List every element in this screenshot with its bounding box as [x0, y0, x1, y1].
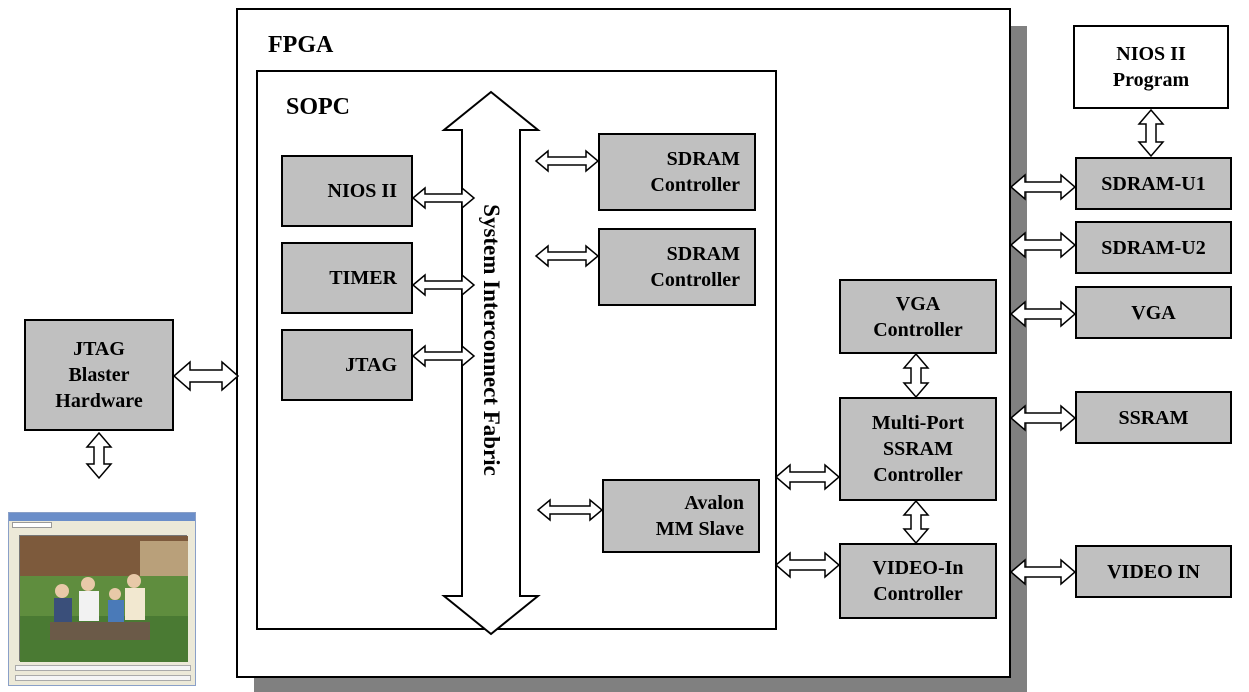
arrow-vga [1009, 300, 1077, 328]
sdram-controller-2-line2: Controller [650, 269, 740, 291]
video-ctrl-line2: Controller [873, 583, 963, 605]
timer-label: TIMER [329, 267, 397, 289]
vga-controller-line1: VGA [895, 292, 941, 315]
jtag-blaster-line2: Blaster [68, 364, 130, 386]
vga-label: VGA [1131, 301, 1176, 324]
arrow-bus-sdram-ctrl-1 [534, 149, 600, 173]
ssram-label: SSRAM [1118, 406, 1189, 429]
sdram-controller-2: SDRAM Controller [598, 228, 756, 306]
avalon-mm-slave: Avalon MM Slave [602, 479, 760, 553]
screenshot-titlebar [9, 513, 195, 521]
sdram-controller-1-line1: SDRAM [666, 148, 740, 170]
avalon-line1: Avalon [684, 492, 744, 514]
nios-label: NIOS II [327, 180, 397, 202]
sram-ctrl-line2: SSRAM [882, 438, 953, 460]
video-ctrl-line1: VIDEO-In [872, 557, 964, 579]
arrow-program-sdram-u1 [1137, 108, 1165, 158]
arrow-jtag-bus [411, 344, 476, 368]
nios-program-line1: NIOS II [1116, 43, 1186, 65]
arrow-sdram-u2 [1009, 231, 1077, 259]
control-panel-screenshot [8, 512, 196, 686]
vga-controller: VGA Controller [839, 279, 997, 354]
arrow-sdram-u1 [1009, 173, 1077, 201]
arrow-sram-video-ctrl [902, 499, 930, 545]
interconnect-fabric-arrow [441, 90, 541, 636]
screenshot-controls-row2 [15, 675, 191, 681]
screenshot-tabs [12, 522, 52, 528]
arrow-avalon-video-ctrl [774, 551, 841, 579]
nios-ii-program: NIOS II Program [1073, 25, 1229, 109]
fpga-label: FPGA [268, 32, 334, 58]
arrow-nios-bus [411, 186, 476, 210]
video-in-block: VIDEO IN [1075, 545, 1232, 598]
screenshot-photo [19, 535, 188, 662]
arrow-bus-sdram-ctrl-2 [534, 244, 600, 268]
arrow-video-in [1009, 558, 1077, 586]
arrow-avalon-sram-ctrl [774, 463, 841, 491]
sdram-u1-block: SDRAM-U1 [1075, 157, 1232, 210]
video-in-label: VIDEO IN [1107, 560, 1200, 583]
jtag-block: JTAG [281, 329, 413, 401]
screenshot-controls-row1 [15, 665, 191, 671]
vga-controller-line2: Controller [873, 318, 963, 341]
avalon-line2: MM Slave [655, 518, 744, 540]
arrow-bus-avalon [536, 498, 604, 522]
sram-ctrl-line3: Controller [873, 464, 963, 486]
arrow-timer-bus [411, 273, 476, 297]
sram-ctrl-line1: Multi-Port [871, 412, 965, 434]
nios-program-line2: Program [1112, 69, 1190, 91]
screenshot-photo-art [20, 536, 188, 662]
ssram-block: SSRAM [1075, 391, 1232, 444]
arrow-jtag-blaster-fpga [172, 360, 240, 392]
interconnect-fabric-label: System Interconnect Fabric [478, 204, 504, 476]
arrow-blaster-screenshot [85, 431, 113, 480]
sopc-label: SOPC [286, 94, 351, 120]
sdram-u2-label: SDRAM-U2 [1101, 236, 1206, 259]
jtag-blaster-line1: JTAG [73, 338, 125, 360]
arrow-ssram [1009, 404, 1077, 432]
sdram-controller-1-line2: Controller [650, 174, 740, 196]
sdram-u2-block: SDRAM-U2 [1075, 221, 1232, 274]
jtag-label: JTAG [345, 354, 397, 376]
arrow-vga-sram-ctrl [902, 352, 930, 399]
nios-block: NIOS II [281, 155, 413, 227]
jtag-blaster-line3: Hardware [55, 390, 143, 412]
sdram-controller-2-line1: SDRAM [666, 243, 740, 265]
timer-block: TIMER [281, 242, 413, 314]
vga-block: VGA [1075, 286, 1232, 339]
sdram-u1-label: SDRAM-U1 [1101, 172, 1206, 195]
interconnect-fabric-text: System Interconnect Fabric [479, 204, 504, 476]
sdram-controller-1: SDRAM Controller [598, 133, 756, 211]
